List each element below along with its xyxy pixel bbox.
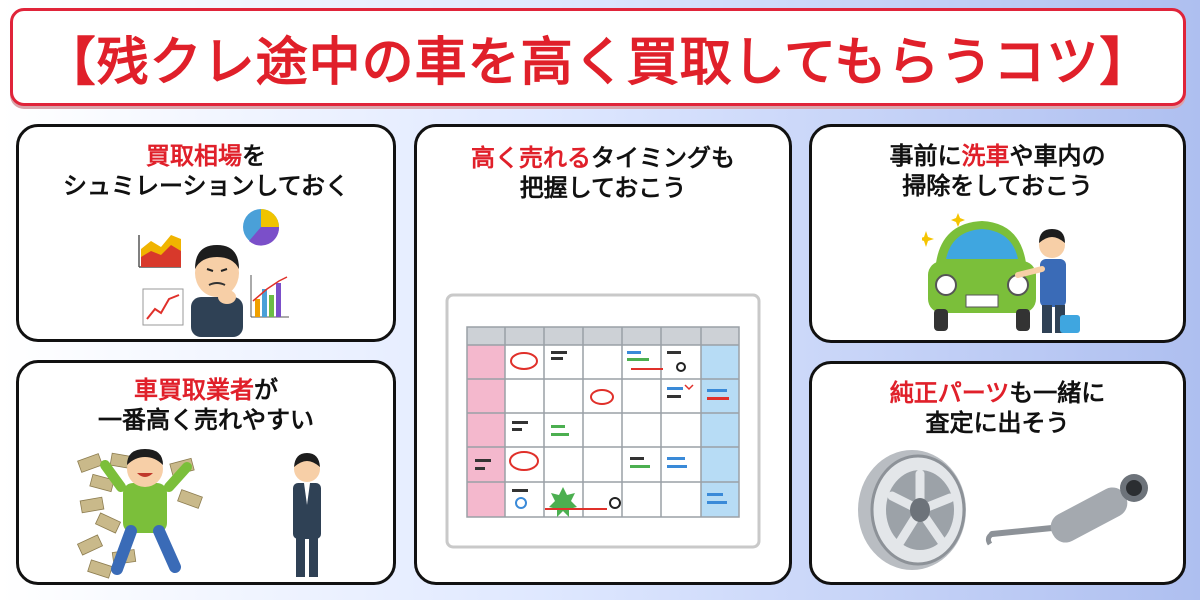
tip-caption-line1: 純正パーツも一緒に: [889, 379, 1106, 407]
happy-man-figure: [100, 449, 192, 575]
muffler-icon: [985, 474, 1148, 546]
car-washing-illustration: [922, 213, 1080, 333]
tip-caption-line2: シュミレーションしておく: [62, 172, 350, 200]
page-title: 【残クレ途中の車を高く買取してもらうコツ】: [43, 32, 1153, 93]
pie-chart-icon: [243, 209, 280, 246]
tip-card-genuine-parts: 純正パーツも一緒に 査定に出そう: [809, 361, 1186, 585]
calendar-illustration: [445, 293, 761, 549]
tip-caption-line1: 車買取業者が: [134, 376, 278, 404]
page-title-banner: 【残クレ途中の車を高く買取してもらうコツ】: [10, 8, 1186, 106]
tip-caption-line2: 把握しておこう: [519, 174, 687, 202]
bucket-icon: [1060, 315, 1080, 333]
tip-caption-line1: 買取相場を: [146, 142, 266, 170]
sparkle-icon: [922, 213, 965, 247]
bar-chart-icon: [250, 275, 289, 318]
bowing-salesman-figure: [293, 453, 321, 577]
tip-card-market-price: 買取相場を シュミレーションしておく: [16, 124, 396, 342]
wheel-and-muffler-illustration: [858, 450, 1148, 570]
tip-card-car-wash: 事前に洗車や車内の 掃除をしておこう: [809, 124, 1186, 343]
happy-man-money-illustration: [76, 449, 321, 579]
tip-caption-line1: 高く売れるタイミングも: [471, 144, 735, 172]
tip-caption-line2: 掃除をしておこう: [902, 172, 1093, 200]
tip-caption-line2: 一番高く売れやすい: [98, 406, 314, 434]
tip-card-dealer: 車買取業者が 一番高く売れやすい: [16, 360, 396, 585]
thinking-man-charts-illustration: [138, 209, 289, 337]
tip-card-timing: 高く売れるタイミングも 把握しておこう: [414, 124, 792, 585]
area-chart-icon: [138, 235, 181, 268]
calendar-notes-icon: [475, 351, 729, 517]
line-chart-icon: [142, 288, 184, 326]
tip-caption-line2: 査定に出そう: [925, 409, 1070, 437]
wheel-icon: [858, 450, 966, 570]
thinking-man-figure: [191, 245, 243, 337]
tip-caption-line1: 事前に洗車や車内の: [889, 142, 1106, 170]
green-car-icon: [928, 221, 1036, 331]
